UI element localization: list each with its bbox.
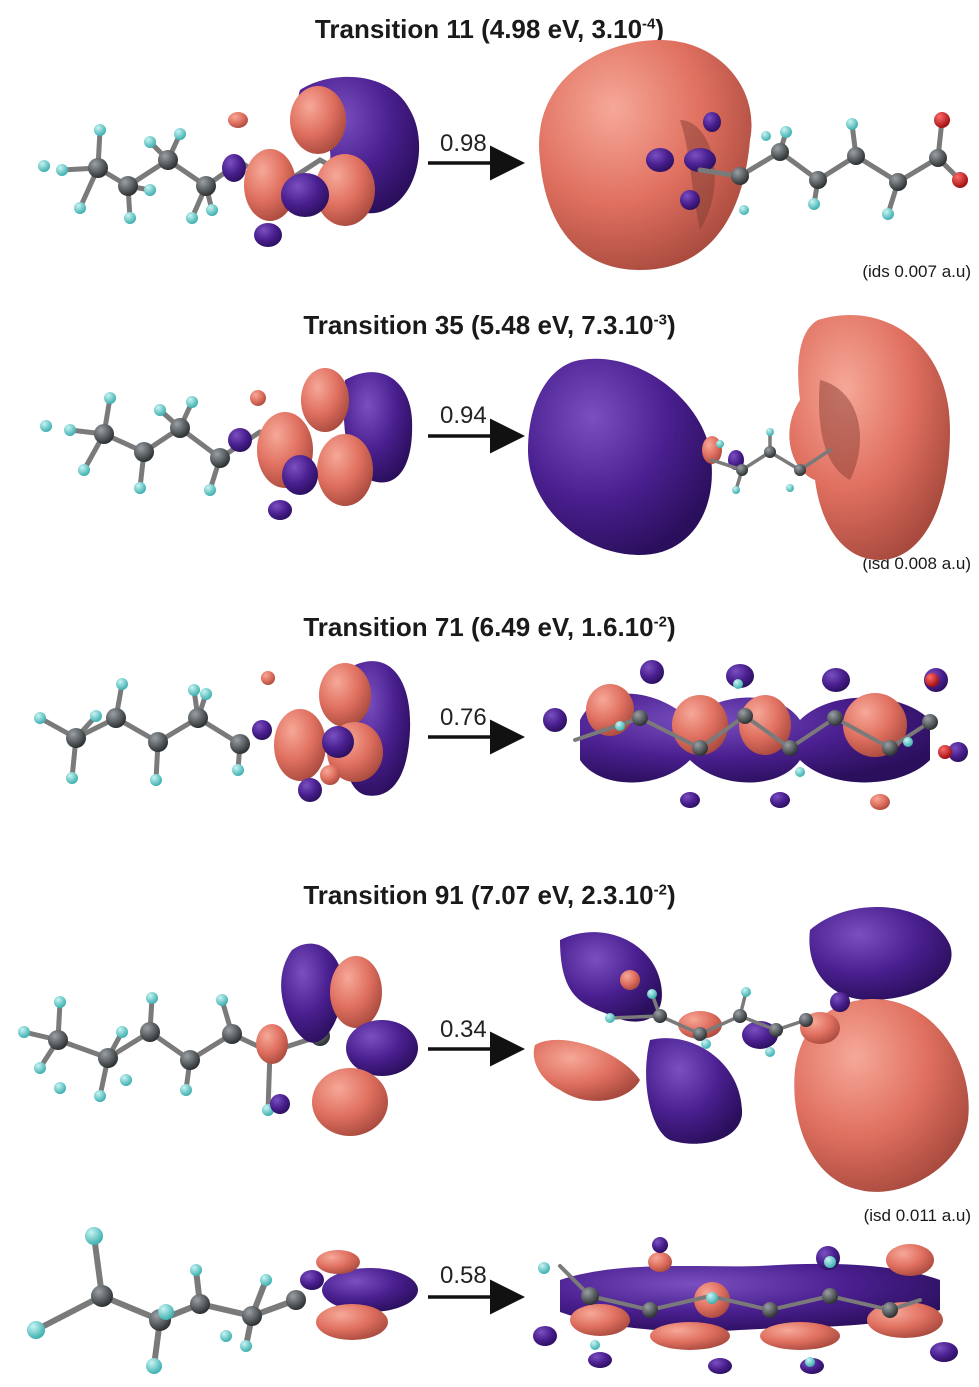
- isovalue-note-4: (isd 0.011 a.u): [863, 1206, 971, 1225]
- row3-right-orbital: [543, 660, 968, 810]
- arrows: [428, 145, 525, 1315]
- row2-left-molecule: [40, 392, 263, 496]
- row1-right-molecule: [697, 112, 968, 220]
- coefficient-3: 0.76: [440, 704, 487, 731]
- row3-left-orbital: [252, 661, 411, 802]
- row3-left-molecule: [34, 678, 250, 786]
- row1-right-orbital: [539, 40, 752, 270]
- row2-left-orbital: [228, 368, 413, 520]
- row4-right-molecule: [605, 987, 813, 1057]
- coefficient-2: 0.94: [440, 402, 487, 429]
- row5-right-molecule: [538, 1256, 922, 1367]
- transition-11-title: Transition 11 (4.98 eV, 3.10-4): [314, 14, 665, 44]
- row2-right-orbital: [528, 314, 950, 560]
- row5-left-molecule: [27, 1227, 306, 1374]
- row2-right-molecule: [710, 428, 832, 494]
- row1-left-molecule: [38, 124, 345, 224]
- row4-left-orbital: [256, 943, 418, 1136]
- transition-71-title: Transition 71 (6.49 eV, 1.6.10-2): [303, 612, 676, 642]
- coefficient-4: 0.34: [440, 1016, 487, 1043]
- row1-left-orbital: [222, 76, 420, 247]
- row3-right-molecule: [573, 673, 952, 777]
- isovalue-note-1: (ids 0.007 a.u): [862, 262, 971, 281]
- transition-35-title: Transition 35 (5.48 eV, 7.3.10-3): [303, 310, 676, 340]
- row5-left-orbital: [300, 1250, 418, 1340]
- coefficient-1: 0.98: [440, 130, 487, 157]
- row4-right-orbital: [533, 907, 969, 1192]
- transition-91-title: Transition 91 (7.07 eV, 2.3.10-2): [303, 880, 676, 910]
- coefficient-5: 0.58: [440, 1262, 487, 1289]
